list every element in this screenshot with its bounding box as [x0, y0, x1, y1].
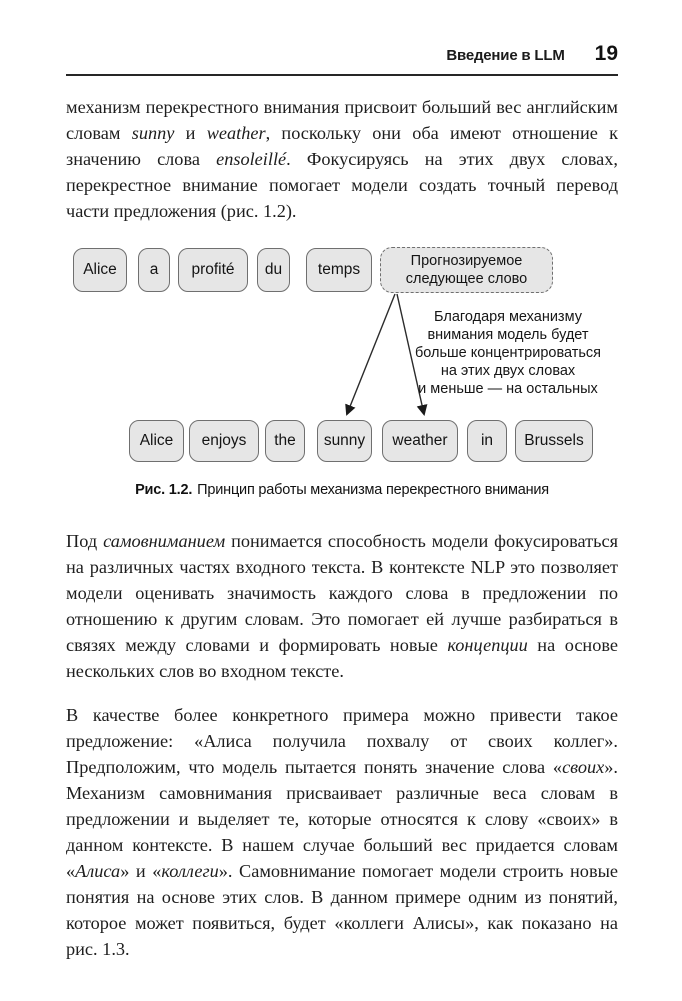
annotation-line: больше концентрироваться [414, 345, 602, 361]
page-number: 19 [594, 42, 618, 65]
token-en-brussels: Brussels [515, 420, 593, 462]
paragraph-self-attention: Под самовниманием понимается способность… [66, 531, 618, 681]
token-en-weather: weather [382, 420, 458, 462]
token-en-sunny: sunny [317, 420, 372, 462]
annotation-line: и меньше — на остальных [418, 381, 598, 397]
arrow-to-sunny [345, 293, 396, 416]
page-header: Введение в LLM 19 [66, 42, 618, 76]
figure-1-2: Alice a profité du temps Прогнозируемое … [66, 244, 618, 498]
running-head-title: Введение в LLM [446, 47, 565, 64]
figure-caption: Рис. 1.2.Принцип работы механизма перекр… [66, 482, 618, 498]
annotation-line: Благодаря механизму [434, 309, 582, 325]
token-en-enjoys: enjoys [189, 420, 259, 462]
paragraph-self-attention-example: В качестве более конкретного примера мож… [66, 705, 618, 959]
attention-annotation: Благодаря механизму внимания модель буде… [396, 308, 620, 398]
figure-caption-text: Принцип работы механизма перекрестного в… [197, 482, 549, 498]
arrow-to-weather [396, 293, 428, 416]
token-fr-du: du [257, 248, 290, 292]
attention-arrows [345, 293, 428, 416]
token-fr-temps: temps [306, 248, 372, 292]
token-fr-profite: profité [178, 248, 248, 292]
token-en-the: the [265, 420, 305, 462]
token-fr-a: a [138, 248, 170, 292]
token-en-in: in [467, 420, 507, 462]
token-en-alice: Alice [129, 420, 184, 462]
figure-caption-label: Рис. 1.2. [135, 482, 193, 498]
annotation-line: внимания модель будет [427, 327, 589, 343]
paragraph-cross-attention: механизм перекрестного внимания присвоит… [66, 97, 618, 221]
token-fr-alice: Alice [73, 248, 127, 292]
cross-attention-diagram: Alice a profité du temps Прогнозируемое … [66, 244, 618, 466]
annotation-line: на этих двух словах [440, 363, 576, 379]
predicted-next-word-box: Прогнозируемое следующее слово [380, 247, 553, 293]
